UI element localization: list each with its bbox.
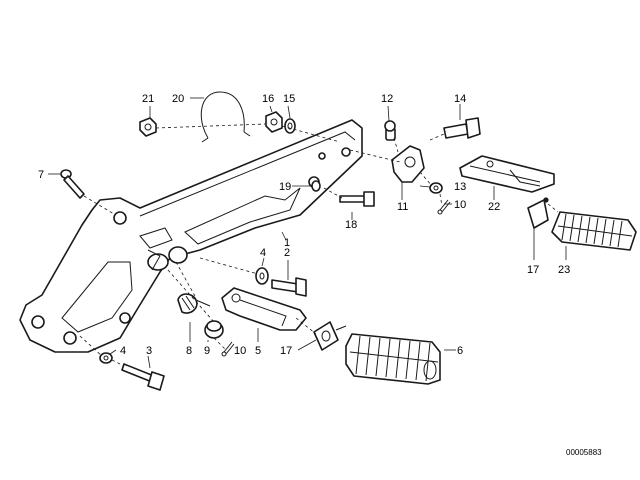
nut-16 [265, 111, 283, 133]
footpeg-rubber-6 [345, 333, 441, 385]
bolt-14 [443, 117, 481, 139]
callout-10-upper: 10 [454, 199, 466, 211]
spring-clip-20 [200, 91, 251, 143]
bolt-2 [271, 277, 307, 297]
cotter-pin-10-upper [437, 199, 451, 215]
callout-9: 9 [204, 345, 210, 357]
callout-5: 5 [255, 345, 261, 357]
callout-labels: 21 20 16 15 12 14 7 19 13 10 11 22 18 1 … [38, 93, 570, 357]
footrest-bracket-plate [19, 119, 363, 353]
callout-19: 19 [279, 181, 291, 193]
callout-15: 15 [283, 93, 295, 105]
bracket-11 [391, 145, 425, 183]
callout-12: 12 [381, 93, 393, 105]
cotter-pin-10-lower [221, 341, 235, 357]
bolt-7 [60, 169, 85, 199]
callout-21: 21 [142, 93, 154, 105]
callout-4-lower: 4 [120, 345, 126, 357]
drawing-reference-number: 00005883 [566, 448, 602, 457]
footpeg-rubber-23 [551, 211, 637, 251]
washer-4-upper [255, 267, 269, 285]
assembly-lines [79, 123, 559, 367]
washer-15 [284, 118, 296, 134]
callout-1: 1 [284, 237, 290, 249]
callout-16: 16 [262, 93, 274, 105]
callout-13: 13 [454, 181, 466, 193]
pin-12 [384, 120, 396, 141]
callout-2: 2 [284, 247, 290, 259]
callout-7: 7 [38, 169, 44, 181]
callout-11: 11 [397, 201, 408, 213]
callout-18: 18 [345, 219, 357, 231]
washer-13 [429, 182, 443, 194]
footpeg-holder-5 [221, 287, 307, 331]
leader-lines [48, 97, 567, 369]
footpeg-holder-22 [459, 155, 555, 193]
bolt-3 [121, 363, 165, 391]
callout-23: 23 [558, 264, 570, 276]
spring-8 [177, 293, 211, 314]
callout-8: 8 [186, 345, 192, 357]
washer-4-lower [99, 352, 113, 364]
callout-10-lower: 10 [234, 345, 246, 357]
callout-17-upper: 17 [527, 264, 539, 276]
washer-19 [311, 180, 321, 192]
callout-3: 3 [146, 345, 152, 357]
bolt-18 [339, 191, 375, 207]
callout-17-lower: 17 [280, 345, 292, 357]
bushing-17-upper [527, 197, 549, 229]
callout-22: 22 [488, 201, 500, 213]
callout-20: 20 [172, 93, 184, 105]
callout-4-upper: 4 [260, 247, 266, 259]
callout-14: 14 [454, 93, 466, 105]
bushing-17-lower [313, 321, 347, 351]
callout-6: 6 [457, 345, 463, 357]
bushing-9 [204, 320, 224, 339]
nut-21 [139, 117, 157, 137]
